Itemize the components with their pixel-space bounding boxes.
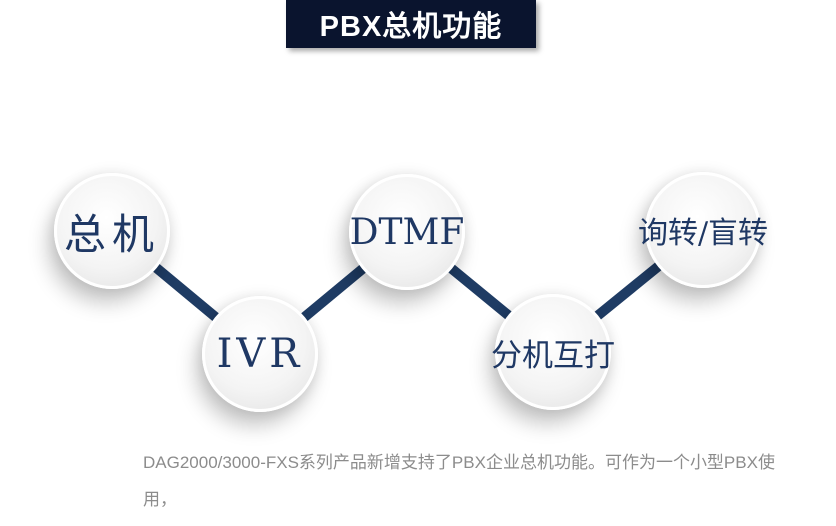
feature-node-label: 总机 <box>63 209 160 259</box>
feature-node-transfer: 询转/盲转 <box>638 172 768 288</box>
feature-node-label: DTMF <box>349 211 465 253</box>
feature-node-extension-calls: 分机互打 <box>491 294 615 410</box>
feature-node-label: IVR <box>216 331 304 377</box>
description-line-2: 配置灵活，操作简单，功能丰富。 <box>143 518 803 526</box>
page-title: PBX总机功能 <box>319 11 503 43</box>
title-banner: PBX总机功能 <box>286 0 536 48</box>
description-line-1: DAG2000/3000-FXS系列产品新增支持了PBX企业总机功能。可作为一个… <box>143 453 775 509</box>
feature-node-dtmf: DTMF <box>349 174 465 290</box>
product-description: DAG2000/3000-FXS系列产品新增支持了PBX企业总机功能。可作为一个… <box>143 444 803 526</box>
feature-node-switchboard: 总机 <box>54 173 170 289</box>
feature-node-ivr: IVR <box>202 296 318 412</box>
feature-node-label: 询转/盲转 <box>637 216 769 251</box>
feature-node-label: 分机互打 <box>491 337 615 374</box>
